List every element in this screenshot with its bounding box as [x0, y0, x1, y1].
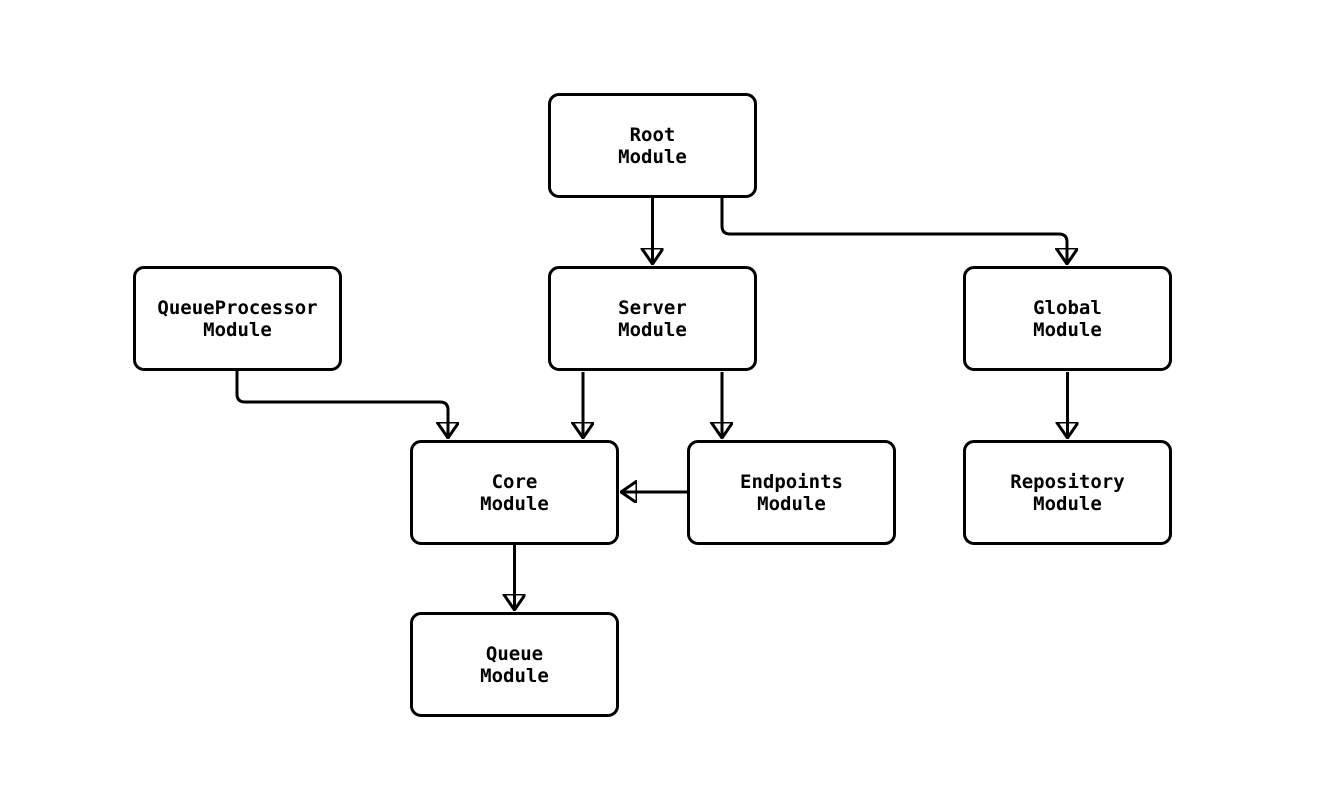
node-queue-module-label: Queue Module: [480, 642, 549, 687]
node-core-module: Core Module: [410, 440, 619, 545]
node-queue-module: Queue Module: [410, 612, 619, 717]
node-repository-module: Repository Module: [963, 440, 1172, 545]
node-endpoints-module: Endpoints Module: [687, 440, 896, 545]
node-root-module-label: Root Module: [618, 123, 687, 168]
node-queueprocessor-module: QueueProcessor Module: [133, 266, 342, 371]
node-server-module-label: Server Module: [618, 296, 687, 341]
edge-root-to-global: [720, 198, 1067, 263]
edge-queueprocessor-to-core: [235, 369, 448, 437]
node-global-module-label: Global Module: [1033, 296, 1102, 341]
node-root-module: Root Module: [548, 93, 757, 198]
node-server-module: Server Module: [548, 266, 757, 371]
node-queueprocessor-module-label: QueueProcessor Module: [157, 296, 318, 341]
node-global-module: Global Module: [963, 266, 1172, 371]
node-core-module-label: Core Module: [480, 470, 549, 515]
node-repository-module-label: Repository Module: [1010, 470, 1125, 515]
node-endpoints-module-label: Endpoints Module: [740, 470, 843, 515]
